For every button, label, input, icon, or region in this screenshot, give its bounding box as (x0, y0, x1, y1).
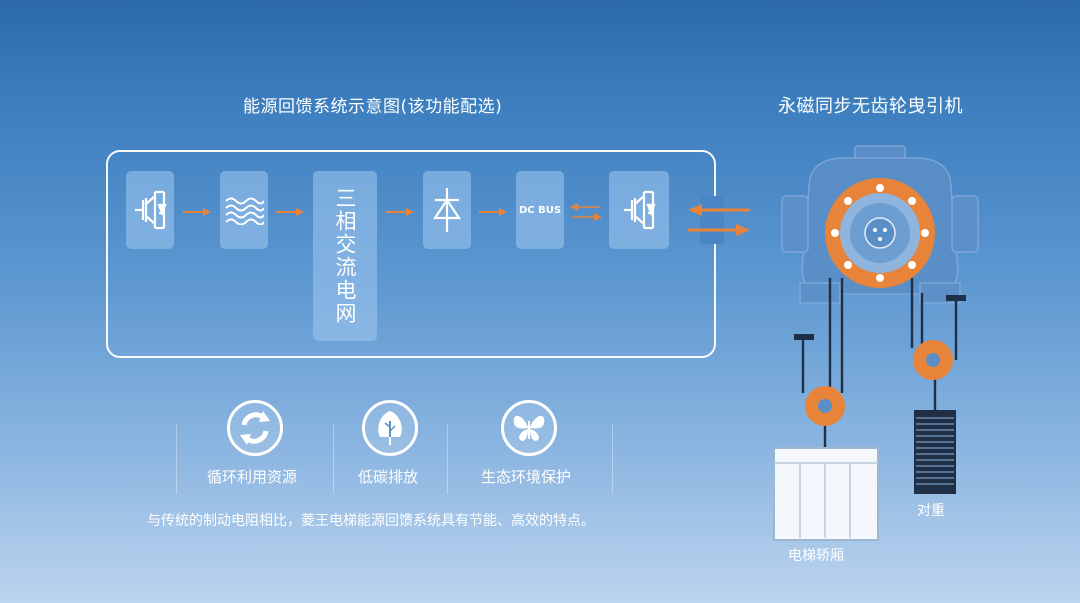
summary-text: 与传统的制动电阻相比，菱王电梯能源回馈系统具有节能、高效的特点。 (147, 513, 595, 529)
motor-title: 永磁同步无齿轮曳引机 (778, 96, 963, 117)
igbt-block-right (609, 171, 669, 249)
counterweight-label: 对重 (917, 503, 945, 519)
elevator-car-label: 电梯轿厢 (788, 548, 844, 564)
flow-arrow-2 (276, 208, 304, 216)
igbt-icon (624, 190, 656, 230)
frame-opening (700, 196, 724, 244)
divider (333, 424, 334, 494)
system-frame (106, 150, 716, 358)
power-grid-block: 三相交流电网 (313, 171, 377, 341)
flow-arrow-4 (479, 208, 507, 216)
divider (612, 424, 613, 494)
divider (176, 424, 177, 494)
tree-icon (362, 400, 418, 456)
divider (447, 424, 448, 494)
feature-label-low-carbon: 低碳排放 (358, 468, 419, 486)
wave-filter-icon (225, 197, 264, 225)
rectifier-block (423, 171, 471, 249)
recycle-icon (227, 400, 283, 456)
flow-arrow-1 (183, 208, 211, 216)
feature-label-eco: 生态环境保护 (481, 468, 572, 486)
system-diagram-title: 能源回馈系统示意图(该功能配选) (243, 97, 503, 117)
traction-machine-illustration (773, 145, 979, 541)
butterfly-icon (501, 400, 557, 456)
igbt-icon (135, 190, 167, 230)
dc-bus-block: DC BUS (516, 171, 564, 249)
igbt-block-left (126, 171, 174, 249)
dc-bus-label: DC BUS (518, 204, 562, 216)
feature-label-recycle: 循环利用资源 (207, 468, 298, 486)
bidirectional-arrow-small (570, 203, 602, 221)
flow-arrow-3 (386, 208, 414, 216)
motor-energy-arrows (688, 204, 750, 236)
filter-block (220, 171, 268, 249)
diode-icon (432, 188, 462, 232)
